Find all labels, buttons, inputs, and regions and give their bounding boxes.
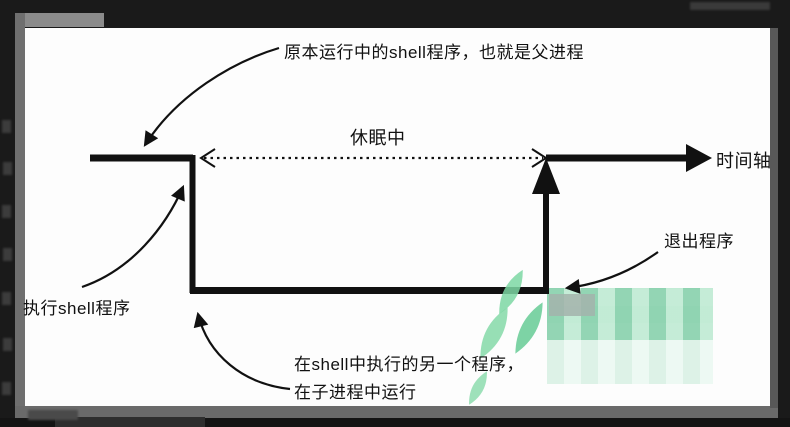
label-exec-shell: 执行shell程序 — [23, 299, 131, 318]
frame-faint-text-topright — [690, 2, 770, 10]
frame-edge-mark — [3, 338, 12, 351]
label-time-axis: 时间轴 — [716, 151, 772, 171]
frame-edge-mark — [3, 162, 12, 175]
leaf-icon — [469, 371, 487, 405]
blurred-watermark-gray-patch — [549, 294, 595, 316]
frame-faint-text-bottomleft — [28, 410, 78, 420]
frame-edge-mark — [2, 120, 11, 133]
annotation-arrow-exit — [564, 251, 659, 294]
sleep-left-chevron — [199, 148, 216, 168]
frame-bottom-strip — [15, 406, 778, 418]
leaf-watermark-logo — [469, 269, 543, 405]
annotation-arrow-parent — [143, 46, 280, 147]
label-child-line1: 在shell中执行的另一个程序， — [294, 355, 524, 374]
frame-bottom-bar — [0, 418, 790, 427]
time-axis-arrowhead — [686, 144, 712, 172]
label-exit-program: 退出程序 — [664, 232, 734, 251]
frame-edge-mark — [3, 248, 12, 261]
sleep-right-chevron — [531, 148, 548, 168]
annotation-arrow-exec — [81, 184, 185, 289]
frame-edge-mark — [2, 205, 11, 218]
label-sleeping: 休眠中 — [350, 128, 406, 148]
frame-right-strip — [770, 28, 778, 408]
blurred-watermark-bottom — [547, 340, 713, 384]
annotation-arrow-child — [193, 311, 291, 391]
frame-left-strip — [15, 13, 25, 411]
label-child-process: 在shell中执行的另一个程序， 在子进程中运行 — [294, 351, 524, 407]
frame-edge-mark — [2, 292, 11, 305]
label-parent-process: 原本运行中的shell程序，也就是父进程 — [284, 43, 584, 62]
leaf-icon — [480, 307, 508, 359]
frame-edge-mark — [2, 382, 11, 395]
label-child-line2: 在子进程中运行 — [294, 383, 417, 402]
leaf-icon — [515, 302, 543, 354]
leaf-icon — [499, 269, 523, 315]
frame-top-tab — [16, 13, 104, 27]
return-up-arrowhead — [532, 158, 560, 194]
frame-bottom-tab — [55, 417, 205, 427]
